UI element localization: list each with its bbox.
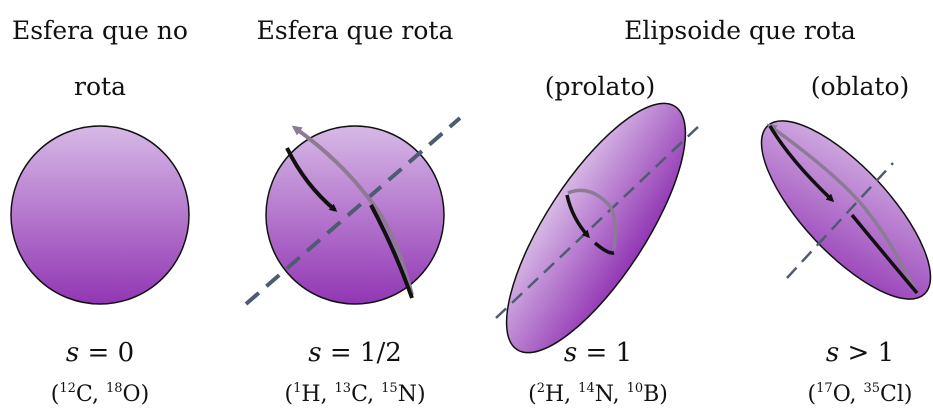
rotation-arrow-front — [768, 125, 835, 203]
spin-axis — [244, 116, 462, 306]
isotopes-2: (1H, 13C, 15N) — [284, 381, 426, 407]
rotation-arrow-back — [766, 123, 917, 291]
isotopes-4: (17O, 35Cl) — [807, 381, 913, 407]
rotation-arrow-front — [565, 194, 590, 239]
heading-prolate: (prolato) — [544, 72, 656, 101]
spin-label-3: s = 1 — [563, 338, 633, 368]
spin-label-1: s = 0 — [65, 338, 135, 368]
rotation-arrow-back — [291, 125, 414, 296]
spin-label-4: s > 1 — [825, 338, 895, 368]
spin-label-2: s = 1/2 — [308, 338, 402, 368]
isotopes-3: (2H, 14N, 10B) — [528, 381, 668, 407]
heading-rotating-sphere: Esfera que rota — [256, 16, 454, 45]
oblate-ellipsoid — [760, 120, 932, 300]
isotopes-1: (12C, 18O) — [50, 381, 150, 407]
heading-rotating-ellipsoid: Elipsoide que rota — [624, 16, 856, 45]
sphere-no-spin — [10, 125, 190, 305]
spin-axis — [786, 162, 894, 279]
sphere-spinning — [244, 116, 462, 306]
heading-non-rotating-sphere-line2: rota — [74, 72, 126, 101]
heading-non-rotating-sphere: Esfera que no — [12, 16, 188, 45]
rotation-arrow-back — [567, 188, 618, 251]
spin-axis — [495, 124, 701, 319]
rotation-arrow-front — [285, 147, 338, 212]
heading-oblate: (oblato) — [810, 72, 910, 101]
prolate-ellipsoid — [495, 102, 701, 354]
